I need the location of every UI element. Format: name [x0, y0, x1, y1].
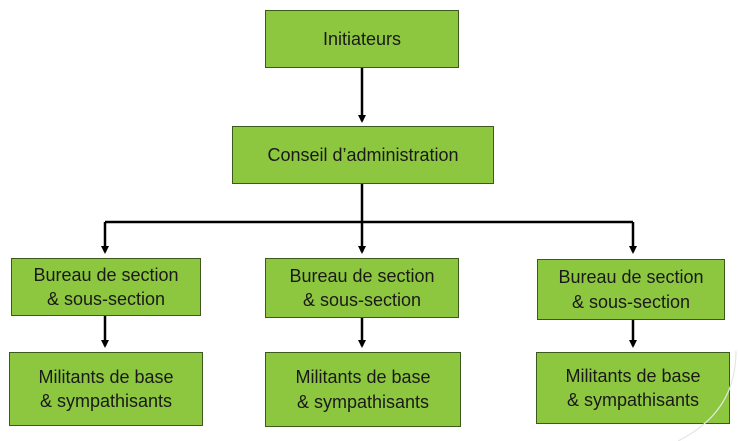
- members-1-line2: & sympathisants: [39, 391, 173, 411]
- node-militants-1: Militants de base & sympathisants: [9, 352, 203, 426]
- bureau-3-line2: & sous-section: [571, 291, 691, 312]
- members-3-line1: Militants de base: [565, 365, 701, 386]
- node-militants-2: Militants de base & sympathisants: [265, 352, 461, 427]
- bureau-1-line2: & sous-section: [46, 289, 166, 309]
- node-bureau-section-1: Bureau de section & sous-section: [11, 258, 201, 316]
- bureau-3-line1: Bureau de section: [558, 267, 704, 288]
- node-bureau-section-3: Bureau de section & sous-section: [537, 259, 725, 320]
- node-initiateurs: Initiateurs: [265, 10, 459, 68]
- node-bureau-section-2: Bureau de section & sous-section: [265, 258, 459, 318]
- decorative-corner-arc: [678, 351, 737, 441]
- node-initiateurs-label: Initiateurs: [322, 28, 402, 49]
- node-conseil-label: Conseil d’administration: [267, 144, 459, 165]
- bureau-2-line1: Bureau de section: [289, 265, 435, 286]
- node-conseil-administration: Conseil d’administration: [232, 126, 494, 184]
- bureau-2-line2: & sous-section: [302, 290, 422, 310]
- members-2-line1: Militants de base: [295, 367, 431, 388]
- members-2-line2: & sympathisants: [296, 391, 430, 412]
- members-1-line1: Militants de base: [38, 366, 174, 387]
- members-3-line2: & sympathisants: [566, 390, 700, 410]
- bureau-1-line1: Bureau de section: [33, 264, 179, 285]
